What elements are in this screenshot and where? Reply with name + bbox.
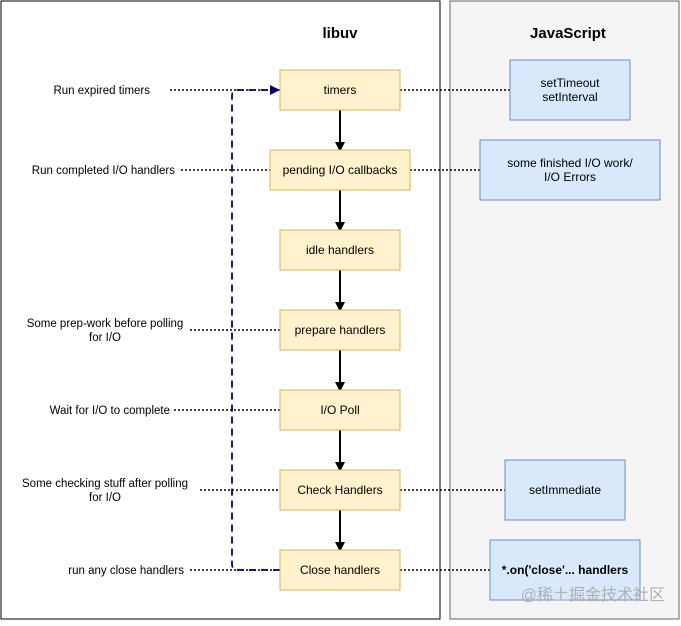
js-box-on-close-handlers: *.on('close'... handlers [489,539,641,601]
phase-idle-handlers: idle handlers [279,229,401,271]
annotation-text: for I/O [89,492,121,504]
phase-box [279,389,401,431]
js-box-label: I/O Errors [544,170,596,184]
js-box-label: *.on('close'... handlers [502,563,629,577]
annotation-text: Wait for I/O to complete [50,405,170,417]
js-box [504,459,626,521]
phase-pending-i-o-callbacks: pending I/O callbacks [269,149,411,191]
phase-label: timers [324,83,357,97]
annotation-text: for I/O [89,332,121,344]
js-box [509,59,631,121]
phase-close-handlers: Close handlers [279,549,401,591]
phase-prepare-handlers: prepare handlers [279,309,401,351]
phase-label: Check Handlers [297,483,382,497]
annotation-text: run any close handlers [68,565,184,577]
js-box-label: setTimeout [541,76,601,90]
js-box [489,539,641,601]
annotation-text: Some prep-work before polling [27,318,184,330]
phase-box [279,229,401,271]
phase-i-o-poll: I/O Poll [279,389,401,431]
js-box-setimmediate: setImmediate [504,459,626,521]
phase-check-handlers: Check Handlers [279,469,401,511]
phase-label: I/O Poll [320,403,359,417]
phase-box [279,69,401,111]
annotation-text: Run completed I/O handlers [32,165,175,177]
phase-box [279,309,401,351]
js-box-label: setInterval [542,90,597,104]
phase-box [279,469,401,511]
annotation-text: Run expired timers [53,85,150,97]
phase-label: pending I/O callbacks [283,163,398,177]
phase-label: Close handlers [300,563,380,577]
javascript-title: JavaScript [530,25,606,42]
js-box-some-finished-i-o-work-i-o-errors: some finished I/O work/I/O Errors [479,139,661,201]
libuv-title: libuv [322,25,358,42]
js-box [479,139,661,201]
js-box-label: setImmediate [529,483,601,497]
phase-label: prepare handlers [295,323,386,337]
phase-label: idle handlers [306,243,374,257]
js-box-label: some finished I/O work/ [507,156,633,170]
watermark: @稀土掘金技术社区 [521,586,665,604]
annotation-text: Some checking stuff after polling [22,478,188,490]
phase-timers: timers [279,69,401,111]
phase-box [269,149,411,191]
phase-box [279,549,401,591]
